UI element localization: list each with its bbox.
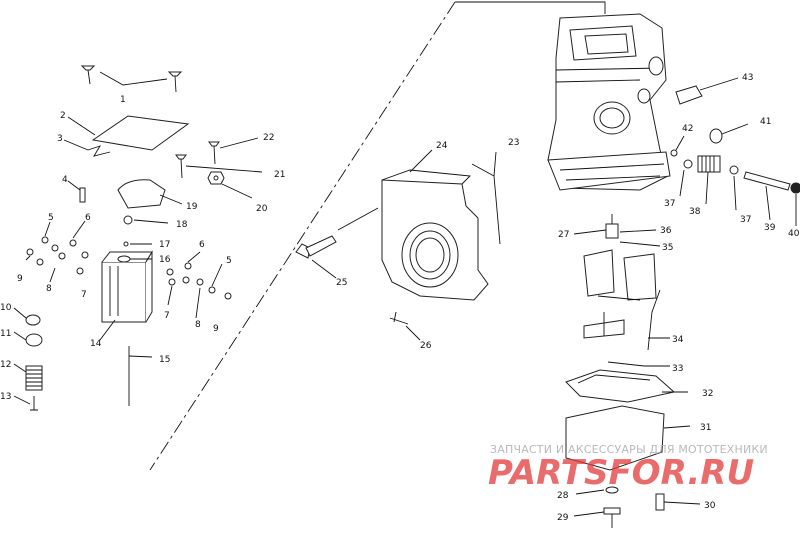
part-30-screw xyxy=(655,493,665,511)
jet-parts-right xyxy=(166,251,232,319)
part-43-fitting xyxy=(675,85,703,105)
part-26-pin xyxy=(389,311,409,325)
label-36: 36 xyxy=(660,226,672,236)
part-42-washer xyxy=(670,149,678,157)
label-18: 18 xyxy=(176,220,188,230)
label-26: 26 xyxy=(420,341,432,351)
jet-needle-27-35-36 xyxy=(573,214,661,247)
label-13: 13 xyxy=(0,392,11,402)
float-assembly xyxy=(583,249,657,339)
part-19-cap xyxy=(117,179,166,209)
part-29-drain-screw xyxy=(603,507,621,515)
label-41: 41 xyxy=(760,117,771,127)
label-5-right: 5 xyxy=(226,256,232,266)
label-30: 30 xyxy=(704,501,716,511)
part-3-clip xyxy=(87,145,111,157)
label-8-left: 8 xyxy=(46,284,52,294)
watermark-brand: PARTSFOR.RU xyxy=(488,453,754,493)
watermark-subtitle: ЗАПЧАСТИ И АКСЕССУАРЫ ДЛЯ МОТОТЕХНИКИ xyxy=(490,443,768,456)
label-16: 16 xyxy=(159,255,171,265)
label-27: 27 xyxy=(558,230,569,240)
label-3: 3 xyxy=(57,134,63,144)
jet-parts-left xyxy=(25,220,89,283)
part-24-flange xyxy=(381,149,489,301)
label-20: 20 xyxy=(256,204,268,214)
label-33: 33 xyxy=(672,364,683,374)
part-40-knob xyxy=(790,182,800,194)
part-14-slide xyxy=(99,250,153,341)
label-23: 23 xyxy=(508,138,519,148)
part-4-screw xyxy=(79,187,86,203)
label-7-right: 7 xyxy=(164,311,170,321)
label-11: 11 xyxy=(0,329,11,339)
label-14: 14 xyxy=(90,339,102,349)
label-7-left: 7 xyxy=(81,290,87,300)
label-6-left: 6 xyxy=(85,213,91,223)
label-12: 12 xyxy=(0,360,11,370)
part-25-screw xyxy=(295,207,379,279)
label-37-left: 37 xyxy=(664,199,675,209)
part-28-washer xyxy=(605,486,619,494)
label-6-right: 6 xyxy=(199,240,205,250)
carburetor-body xyxy=(547,13,671,191)
part-31-float-bowl xyxy=(565,405,665,471)
part-16-ring xyxy=(117,255,131,263)
label-1: 1 xyxy=(120,95,126,105)
part-17-clip xyxy=(123,241,129,247)
label-28: 28 xyxy=(557,491,569,501)
label-40: 40 xyxy=(788,229,800,239)
label-43: 43 xyxy=(742,73,753,83)
label-21: 21 xyxy=(274,170,285,180)
label-19: 19 xyxy=(186,202,198,212)
label-15: 15 xyxy=(159,355,170,365)
label-32: 32 xyxy=(702,389,713,399)
label-31: 31 xyxy=(700,423,711,433)
label-9-left: 9 xyxy=(17,274,23,284)
label-37-right: 37 xyxy=(740,215,751,225)
needle-valve-stack xyxy=(13,307,43,411)
part-2-plate xyxy=(91,115,190,151)
label-24: 24 xyxy=(436,141,448,151)
center-axis-line xyxy=(149,1,456,471)
part-18-washer xyxy=(123,215,133,225)
part-41-cap xyxy=(709,128,723,144)
label-5-left: 5 xyxy=(48,213,54,223)
part-32-gasket xyxy=(565,369,676,403)
label-29: 29 xyxy=(557,513,569,523)
part-20-21-22 xyxy=(175,137,263,199)
label-8-right: 8 xyxy=(195,320,201,330)
label-4: 4 xyxy=(62,175,68,185)
label-35: 35 xyxy=(662,243,673,253)
label-10: 10 xyxy=(0,303,12,313)
label-9-right: 9 xyxy=(213,324,219,334)
part-34-rod xyxy=(647,289,661,351)
air-screw-assembly xyxy=(679,155,800,226)
part-1-screws xyxy=(80,65,183,93)
label-39: 39 xyxy=(764,223,776,233)
label-22: 22 xyxy=(263,133,274,143)
label-25: 25 xyxy=(336,278,347,288)
label-34: 34 xyxy=(672,335,684,345)
label-42: 42 xyxy=(682,124,693,134)
label-2: 2 xyxy=(60,111,66,121)
label-17: 17 xyxy=(159,240,170,250)
label-38: 38 xyxy=(689,207,701,217)
